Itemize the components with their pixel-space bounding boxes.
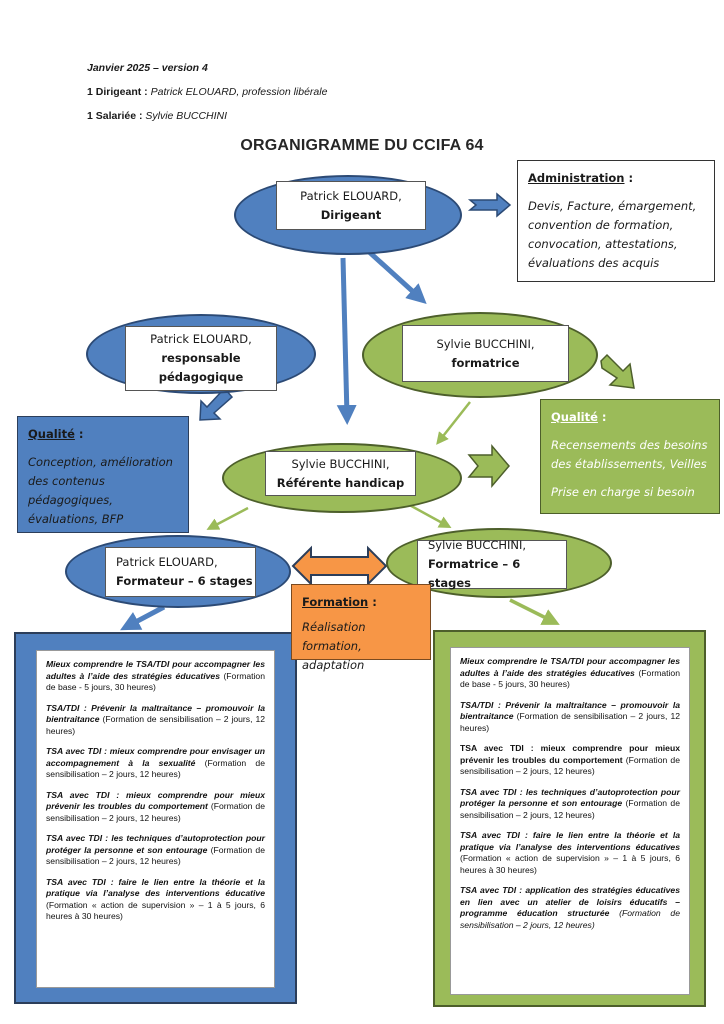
training-list-right: Mieux comprendre le TSA/TDI pour accompa… [433,630,706,1007]
training-item: TSA/TDI : Prévenir la maltraitance – pro… [46,703,265,738]
node-pedagogique-name: Patrick ELOUARD, [150,332,252,346]
box-administration-body: Devis, Facture, émargement, convention d… [528,199,697,270]
training-item-detail: (Formation de sensibilisation – 2 jours,… [46,757,265,780]
training-item-detail: (Formation « action de supervision » – 1… [460,853,680,875]
node-formatrice[interactable]: Sylvie BUCCHINI, formatrice [402,325,569,382]
box-qualite-left-title: Qualité [28,427,75,441]
box-administration-title: Administration [528,171,625,185]
double-arrow-formation-icon [291,545,388,587]
node-formatrice-sb-role: Formatrice – 6 stages [428,557,521,590]
page-title: ORGANIGRAMME DU CCIFA 64 [240,137,484,154]
box-qualite-right-body-2: Prise en charge si besoin [551,485,695,499]
training-item: TSA avec TDI : mieux comprendre pour env… [46,746,265,781]
node-pedagogique-role-2: pédagogique [158,370,244,384]
node-referente-role: Référente handicap [276,475,405,490]
node-formatrice-role: formatrice [451,355,520,370]
box-qualite-right-body-1: Recensements des besoins des établisseme… [551,438,708,471]
box-formation: Formation : Réalisation formation, adapt… [291,584,431,672]
arrow-dirigeant-to-formatrice [365,248,427,305]
training-item-title: TSA avec TDI : mieux comprendre pour mie… [460,743,680,765]
training-item-detail: (Formation de sensibilisation – 2 jours,… [460,754,680,777]
header-salariee: 1 Salariée : Sylvie BUCCHINI [87,110,227,122]
date-version: Janvier 2025 – version 4 [87,62,208,74]
header-salariee-label: 1 Salariée : [87,110,143,122]
node-formateur-pe-role: Formateur – 6 stages [116,574,253,588]
training-item-detail: (Formation de base - 5 jours, 30 heures) [46,670,265,693]
training-item-title: TSA avec TDI : mieux comprendre pour mie… [46,789,265,812]
notched-arrow-qualite-left-icon [199,389,234,421]
training-item-title: TSA avec TDI : faire le lien entre la th… [46,876,265,899]
training-item-detail: (Formation de sensibilisation – 2 jours,… [46,714,265,736]
training-item-title: Mieux comprendre le TSA/TDI pour accompa… [46,659,265,681]
training-item-title: TSA avec TDI : application des stratégie… [460,885,680,918]
arrow-formatrice-to-referente [436,401,471,445]
node-formateur-pe[interactable]: Patrick ELOUARD, Formateur – 6 stages [105,547,256,597]
node-referente[interactable]: Sylvie BUCCHINI, Référente handicap [265,451,416,496]
notched-arrow-referente-qualite-icon [467,443,510,489]
node-formatrice-sb[interactable]: Sylvie BUCCHINI, Formatrice – 6 stages [417,538,567,590]
training-list-right-inner: Mieux comprendre le TSA/TDI pour accompa… [450,647,690,995]
training-item-detail: (Formation de sensibilisation – 2 jours,… [46,801,265,823]
training-item-title: TSA/TDI : Prévenir la maltraitance – pro… [460,699,680,722]
box-qualite-left-body: Conception, amélioration des contenus pé… [28,455,173,526]
training-item-detail: (Formation de sensibilisation – 2 jours,… [460,798,680,820]
node-referente-name: Sylvie BUCCHINI, [291,456,390,471]
arrow-formatrice-to-list [509,598,560,625]
training-item: TSA avec TDI : les techniques d’autoprot… [46,833,265,868]
node-dirigeant[interactable]: Patrick ELOUARD, Dirigeant [276,181,426,230]
node-formatrice-name: Sylvie BUCCHINI, [436,336,535,351]
arrow-formateur-to-list [120,604,166,631]
arrow-referente-to-formateur [206,506,249,530]
box-administration: Administration : Devis, Facture, émargem… [517,160,715,282]
training-item: TSA/TDI : Prévenir la maltraitance – pro… [460,700,680,735]
training-item: Mieux comprendre le TSA/TDI pour accompa… [46,659,265,694]
node-dirigeant-role: Dirigeant [320,207,382,222]
training-item-detail: (Formation de sensibilisation – 2 jours,… [460,908,680,930]
training-item: TSA avec TDI : mieux comprendre pour mie… [46,790,265,825]
node-pedagogique-role-1: responsable [161,351,241,365]
training-item: TSA avec TDI : mieux comprendre pour mie… [460,743,680,778]
node-pedagogique[interactable]: Patrick ELOUARD, responsable pédagogique [125,326,277,391]
box-qualite-left: Qualité : Conception, amélioration des c… [17,416,189,533]
header-salariee-value: Sylvie BUCCHINI [145,110,228,122]
training-item: TSA avec TDI : les techniques d’autoprot… [460,787,680,822]
training-item-title: TSA avec TDI : mieux comprendre pour env… [46,746,265,768]
notched-arrow-qualite-right-icon [600,353,635,389]
arrow-dirigeant-to-referente [336,257,357,425]
training-item: Mieux comprendre le TSA/TDI pour accompa… [460,656,680,691]
notched-arrow-administration-icon [467,192,512,218]
node-formatrice-sb-name: Sylvie BUCCHINI, [428,538,527,552]
node-formateur-pe-name: Patrick ELOUARD, [116,555,218,569]
box-formation-title: Formation [302,595,369,609]
training-item-title: TSA avec TDI : les techniques d’autoprot… [46,833,265,855]
training-item-detail: (Formation de sensibilisation – 2 jours,… [460,711,680,733]
training-item-title: Mieux comprendre le TSA/TDI pour accompa… [460,656,680,678]
training-item-title: TSA/TDI : Prévenir la maltraitance – pro… [46,702,265,725]
training-list-left-inner: Mieux comprendre le TSA/TDI pour accompa… [36,650,275,988]
node-dirigeant-name: Patrick ELOUARD, [300,188,402,203]
training-item-detail: (Formation de sensibilisation – 2 jours,… [46,844,265,867]
header-dirigeant-label: 1 Dirigeant : [87,86,148,98]
header-dirigeant: 1 Dirigeant : Patrick ELOUARD, professio… [87,86,327,98]
training-item: TSA avec TDI : faire le lien entre la th… [460,830,680,876]
box-formation-body: Réalisation formation, adaptation [302,620,366,672]
training-item-detail: (Formation de base - 5 jours, 30 heures) [460,667,680,690]
training-item: TSA avec TDI : faire le lien entre la th… [46,877,265,923]
training-item-detail: (Formation « action de supervision » – 1… [46,899,265,922]
box-qualite-right: Qualité : Recensements des besoins des é… [540,399,720,514]
box-qualite-right-title: Qualité [551,410,598,424]
training-list-left: Mieux comprendre le TSA/TDI pour accompa… [14,632,297,1004]
header-dirigeant-value: Patrick ELOUARD, profession libérale [150,86,328,98]
training-item: TSA avec TDI : application des stratégie… [460,885,680,931]
training-item-title: TSA avec TDI : les techniques d’autoprot… [460,786,680,809]
training-item-title: TSA avec TDI : faire le lien entre la th… [460,830,680,852]
